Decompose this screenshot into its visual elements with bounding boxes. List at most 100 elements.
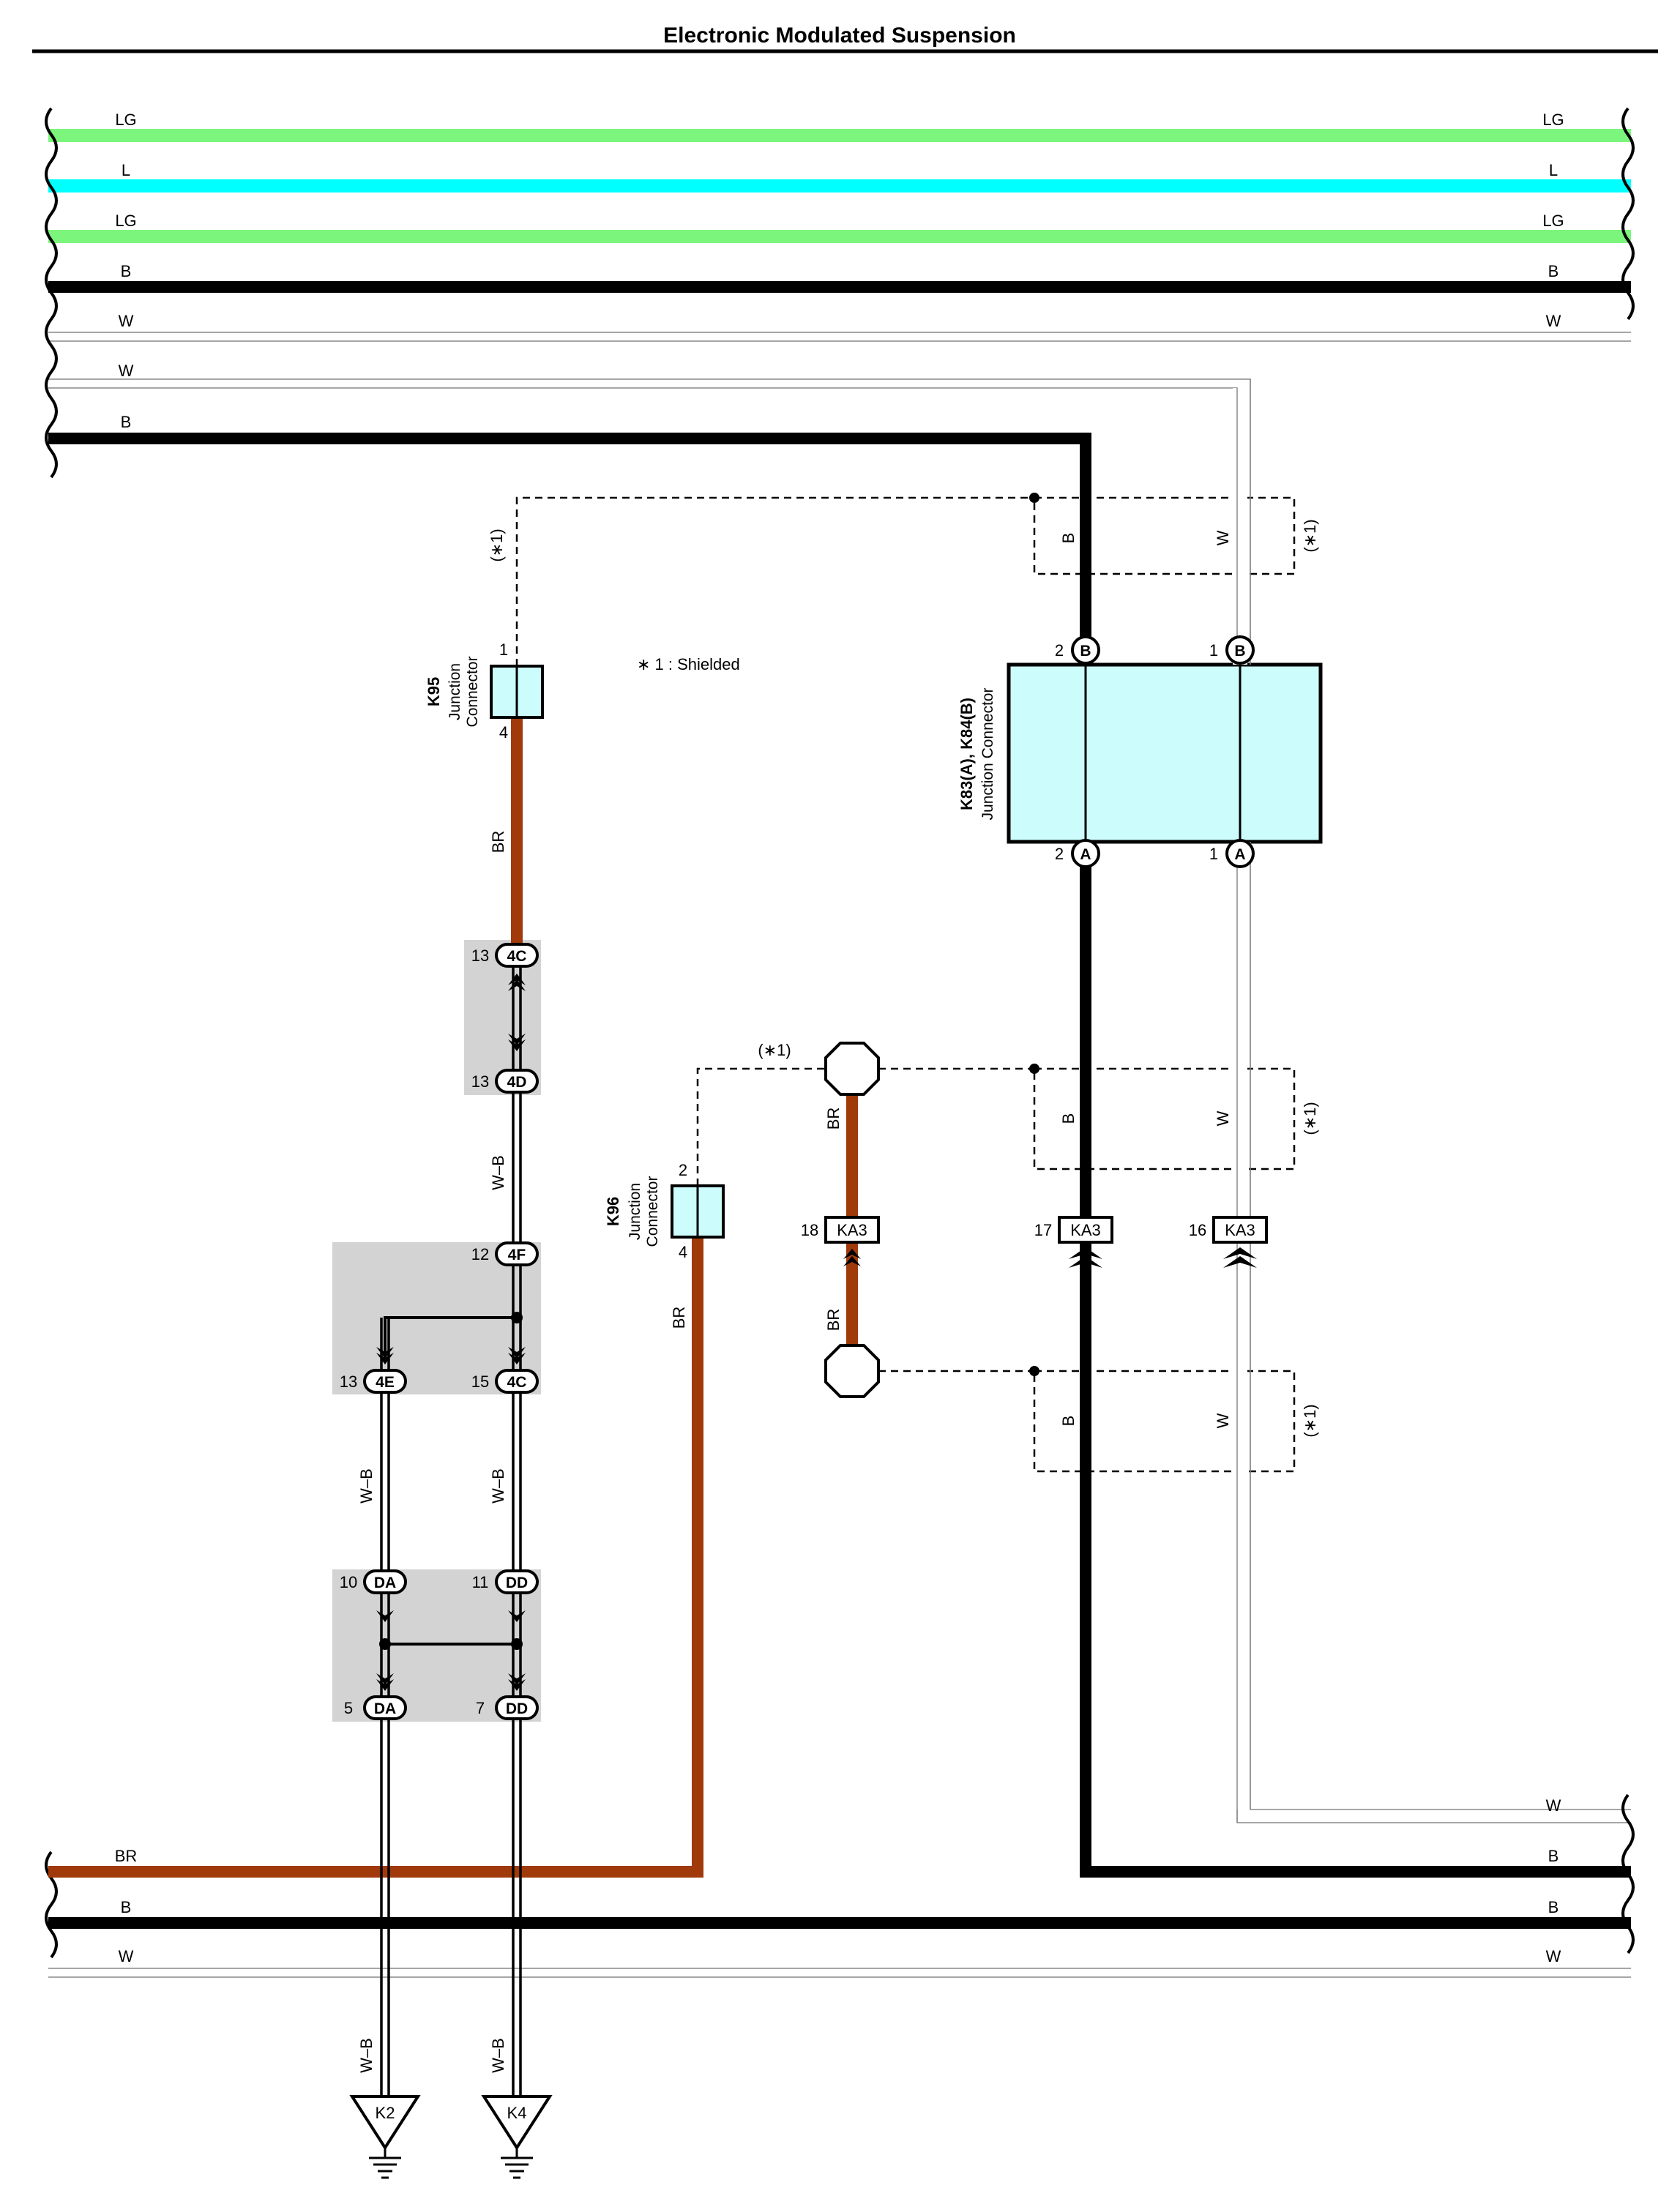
k95-pin-top: 1 (499, 640, 508, 659)
svg-text:17: 17 (1034, 1221, 1052, 1239)
svg-text:13: 13 (471, 1072, 489, 1091)
wire-wb-col-706 (512, 963, 522, 2096)
wire-label-wb: W–B (489, 2038, 507, 2073)
connector-4d: 4D 13 (471, 1069, 539, 1094)
connector-dd-bottom: DD 7 (476, 1695, 539, 1720)
svg-text:16: 16 (1189, 1221, 1206, 1239)
wire-w-1 (48, 332, 1631, 342)
svg-text:A: A (1234, 846, 1245, 863)
shield-label: (∗1) (1301, 1102, 1319, 1135)
wire-label-br: BR (824, 1309, 843, 1332)
wire-label: B (1548, 262, 1559, 280)
svg-text:DA: DA (374, 1575, 396, 1591)
splice-backgrounds (332, 940, 541, 1722)
wire-label-wb: W–B (489, 1468, 507, 1504)
svg-text:15: 15 (471, 1372, 489, 1391)
wire-w-2 (48, 378, 1631, 1823)
shielded-note: ∗ 1 : Shielded (637, 655, 740, 673)
svg-text:12: 12 (471, 1245, 489, 1263)
shield-label: (∗1) (1301, 519, 1319, 552)
ka3-18: KA3 18 (801, 1216, 880, 1266)
k83-label: Junction Connector (979, 688, 996, 821)
k83-code: K83(A), K84(B) (957, 698, 976, 810)
connector-4c-top: 4C 13 (471, 943, 539, 968)
shield-terminal-top (824, 1042, 880, 1096)
k96-code: K96 (604, 1197, 622, 1226)
page-title: Electronic Modulated Suspension (663, 23, 1016, 48)
shield-label: (∗1) (488, 529, 506, 561)
wire-label-br: BR (824, 1108, 843, 1130)
ka3-16: KA3 16 (1189, 1216, 1268, 1268)
wire-label: LG (115, 111, 136, 129)
wire-label: LG (1542, 111, 1564, 129)
ka3-17: KA3 17 (1034, 1216, 1113, 1268)
svg-text:KA3: KA3 (837, 1221, 867, 1239)
wire-label: LG (115, 212, 136, 230)
svg-text:K4: K4 (507, 2104, 527, 2122)
svg-text:DD: DD (506, 1575, 528, 1591)
connector-da-bottom: DA 5 (344, 1695, 407, 1720)
ground-k2: K2 (349, 2095, 421, 2179)
wire-label: B (1548, 1847, 1559, 1865)
k95-code: K95 (425, 677, 443, 706)
wire-label: W (119, 1947, 134, 1965)
ka3-connectors: KA3 18 KA3 17 KA3 16 (801, 1216, 1268, 1268)
wire-b-2 (48, 433, 1631, 1878)
wire-label-br: BR (670, 1307, 688, 1329)
splice-branches (384, 1316, 517, 1646)
svg-text:DA: DA (374, 1700, 396, 1717)
svg-text:DD: DD (506, 1700, 528, 1717)
k83-pins: B 2 B 1 A 2 A 1 (1055, 635, 1255, 868)
wire-label-br: BR (489, 831, 507, 854)
ground-k4: K4 (481, 2095, 553, 2179)
wire-label: W (1546, 312, 1561, 330)
wire-label: LG (1542, 212, 1564, 230)
svg-text:13: 13 (471, 946, 489, 965)
k96-label-2: Connector (644, 1176, 661, 1247)
wire-br-k96 (688, 1237, 703, 1878)
wire-label-wb: W–B (489, 1155, 507, 1190)
svg-text:18: 18 (801, 1221, 818, 1239)
shield-label: (∗1) (1301, 1404, 1319, 1437)
top-harness: LG LG L L LG LG B B W W W B (48, 111, 1631, 1878)
k95-label-1: Junction (447, 663, 463, 720)
k83-k84-connector (1007, 662, 1323, 844)
svg-text:1: 1 (1209, 641, 1218, 660)
connector-4f: 4F 12 (471, 1241, 539, 1266)
shield-wire-label: W (1214, 1413, 1232, 1428)
wire-label: W (119, 362, 134, 380)
svg-text:7: 7 (476, 1699, 485, 1717)
k96-pin-bottom: 4 (679, 1243, 687, 1261)
shield-wire-label: B (1059, 1416, 1078, 1427)
svg-text:10: 10 (340, 1573, 357, 1591)
wire-label: W (1546, 1796, 1561, 1815)
svg-text:5: 5 (344, 1699, 353, 1717)
oval-connectors: 4C 13 4D 13 4F 12 4E 13 4C 15 DA 10 (340, 943, 539, 1720)
svg-text:KA3: KA3 (1225, 1221, 1255, 1239)
svg-text:B: B (1080, 643, 1091, 660)
shield-wire-label: W (1214, 530, 1232, 545)
svg-text:KA3: KA3 (1070, 1221, 1101, 1239)
k95-pin-bottom: 4 (499, 723, 508, 742)
k96-label-1: Junction (627, 1183, 643, 1240)
connector-dd-top: DD 11 (472, 1569, 539, 1594)
connector-4c-bottom: 4C 15 (471, 1369, 539, 1394)
shield-wire-label: B (1059, 533, 1078, 544)
svg-text:13: 13 (340, 1372, 357, 1391)
shield-junction-dots (1029, 493, 1039, 1376)
wire-label-wb: W–B (357, 2038, 376, 2073)
bottom-harness: W B BR B B W W (48, 1796, 1631, 1978)
svg-text:B: B (1234, 643, 1245, 660)
wire-label: L (122, 161, 130, 179)
svg-text:4C: 4C (507, 948, 527, 965)
splice-dots (379, 1312, 523, 1650)
svg-text:4F: 4F (508, 1247, 526, 1263)
wire-label: B (121, 1898, 132, 1916)
svg-text:A: A (1080, 846, 1091, 863)
svg-text:2: 2 (1055, 641, 1064, 660)
svg-text:4C: 4C (507, 1374, 527, 1391)
k96-pin-top: 2 (679, 1161, 687, 1179)
wire-label-wb: W–B (357, 1468, 376, 1504)
break-marks (45, 107, 1635, 1959)
